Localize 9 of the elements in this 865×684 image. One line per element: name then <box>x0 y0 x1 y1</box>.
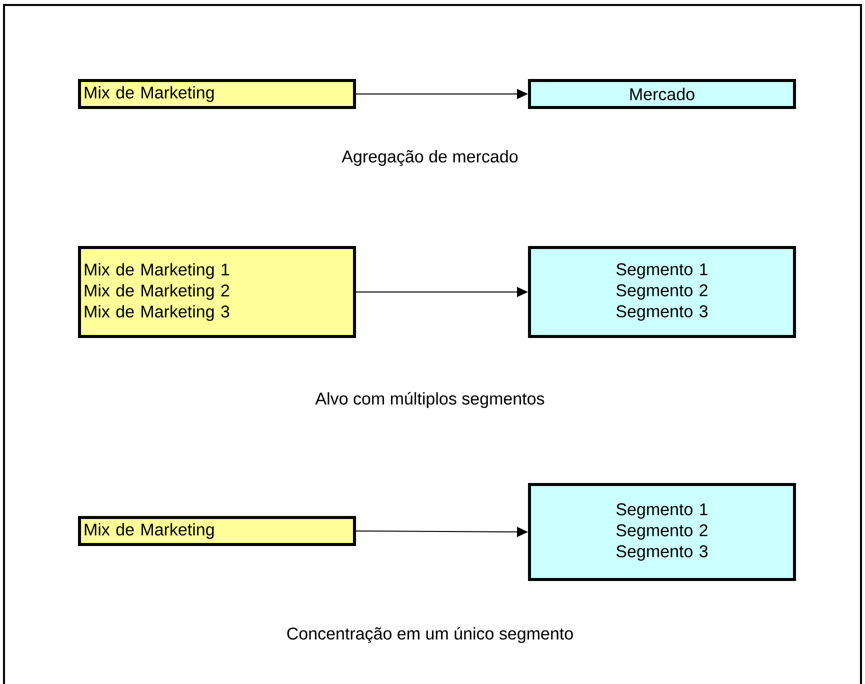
segment-box: Mercado <box>528 79 796 109</box>
marketing-mix-box: Mix de Marketing <box>78 79 356 109</box>
marketing-mix-box: Mix de Marketing <box>78 516 356 546</box>
caption: Alvo com múltiplos segmentos <box>315 392 544 408</box>
segment-box: Segmento 1 Segmento 2 Segmento 3 <box>528 483 796 581</box>
marketing-mix-box: Mix de Marketing 1 Mix de Marketing 2 Mix de Marketing 3 <box>78 246 356 338</box>
caption: Concentração em um único segmento <box>287 626 573 644</box>
caption: Agregação de mercado <box>342 150 518 166</box>
segment-box: Segmento 1 Segmento 2 Segmento 3 <box>528 246 796 338</box>
